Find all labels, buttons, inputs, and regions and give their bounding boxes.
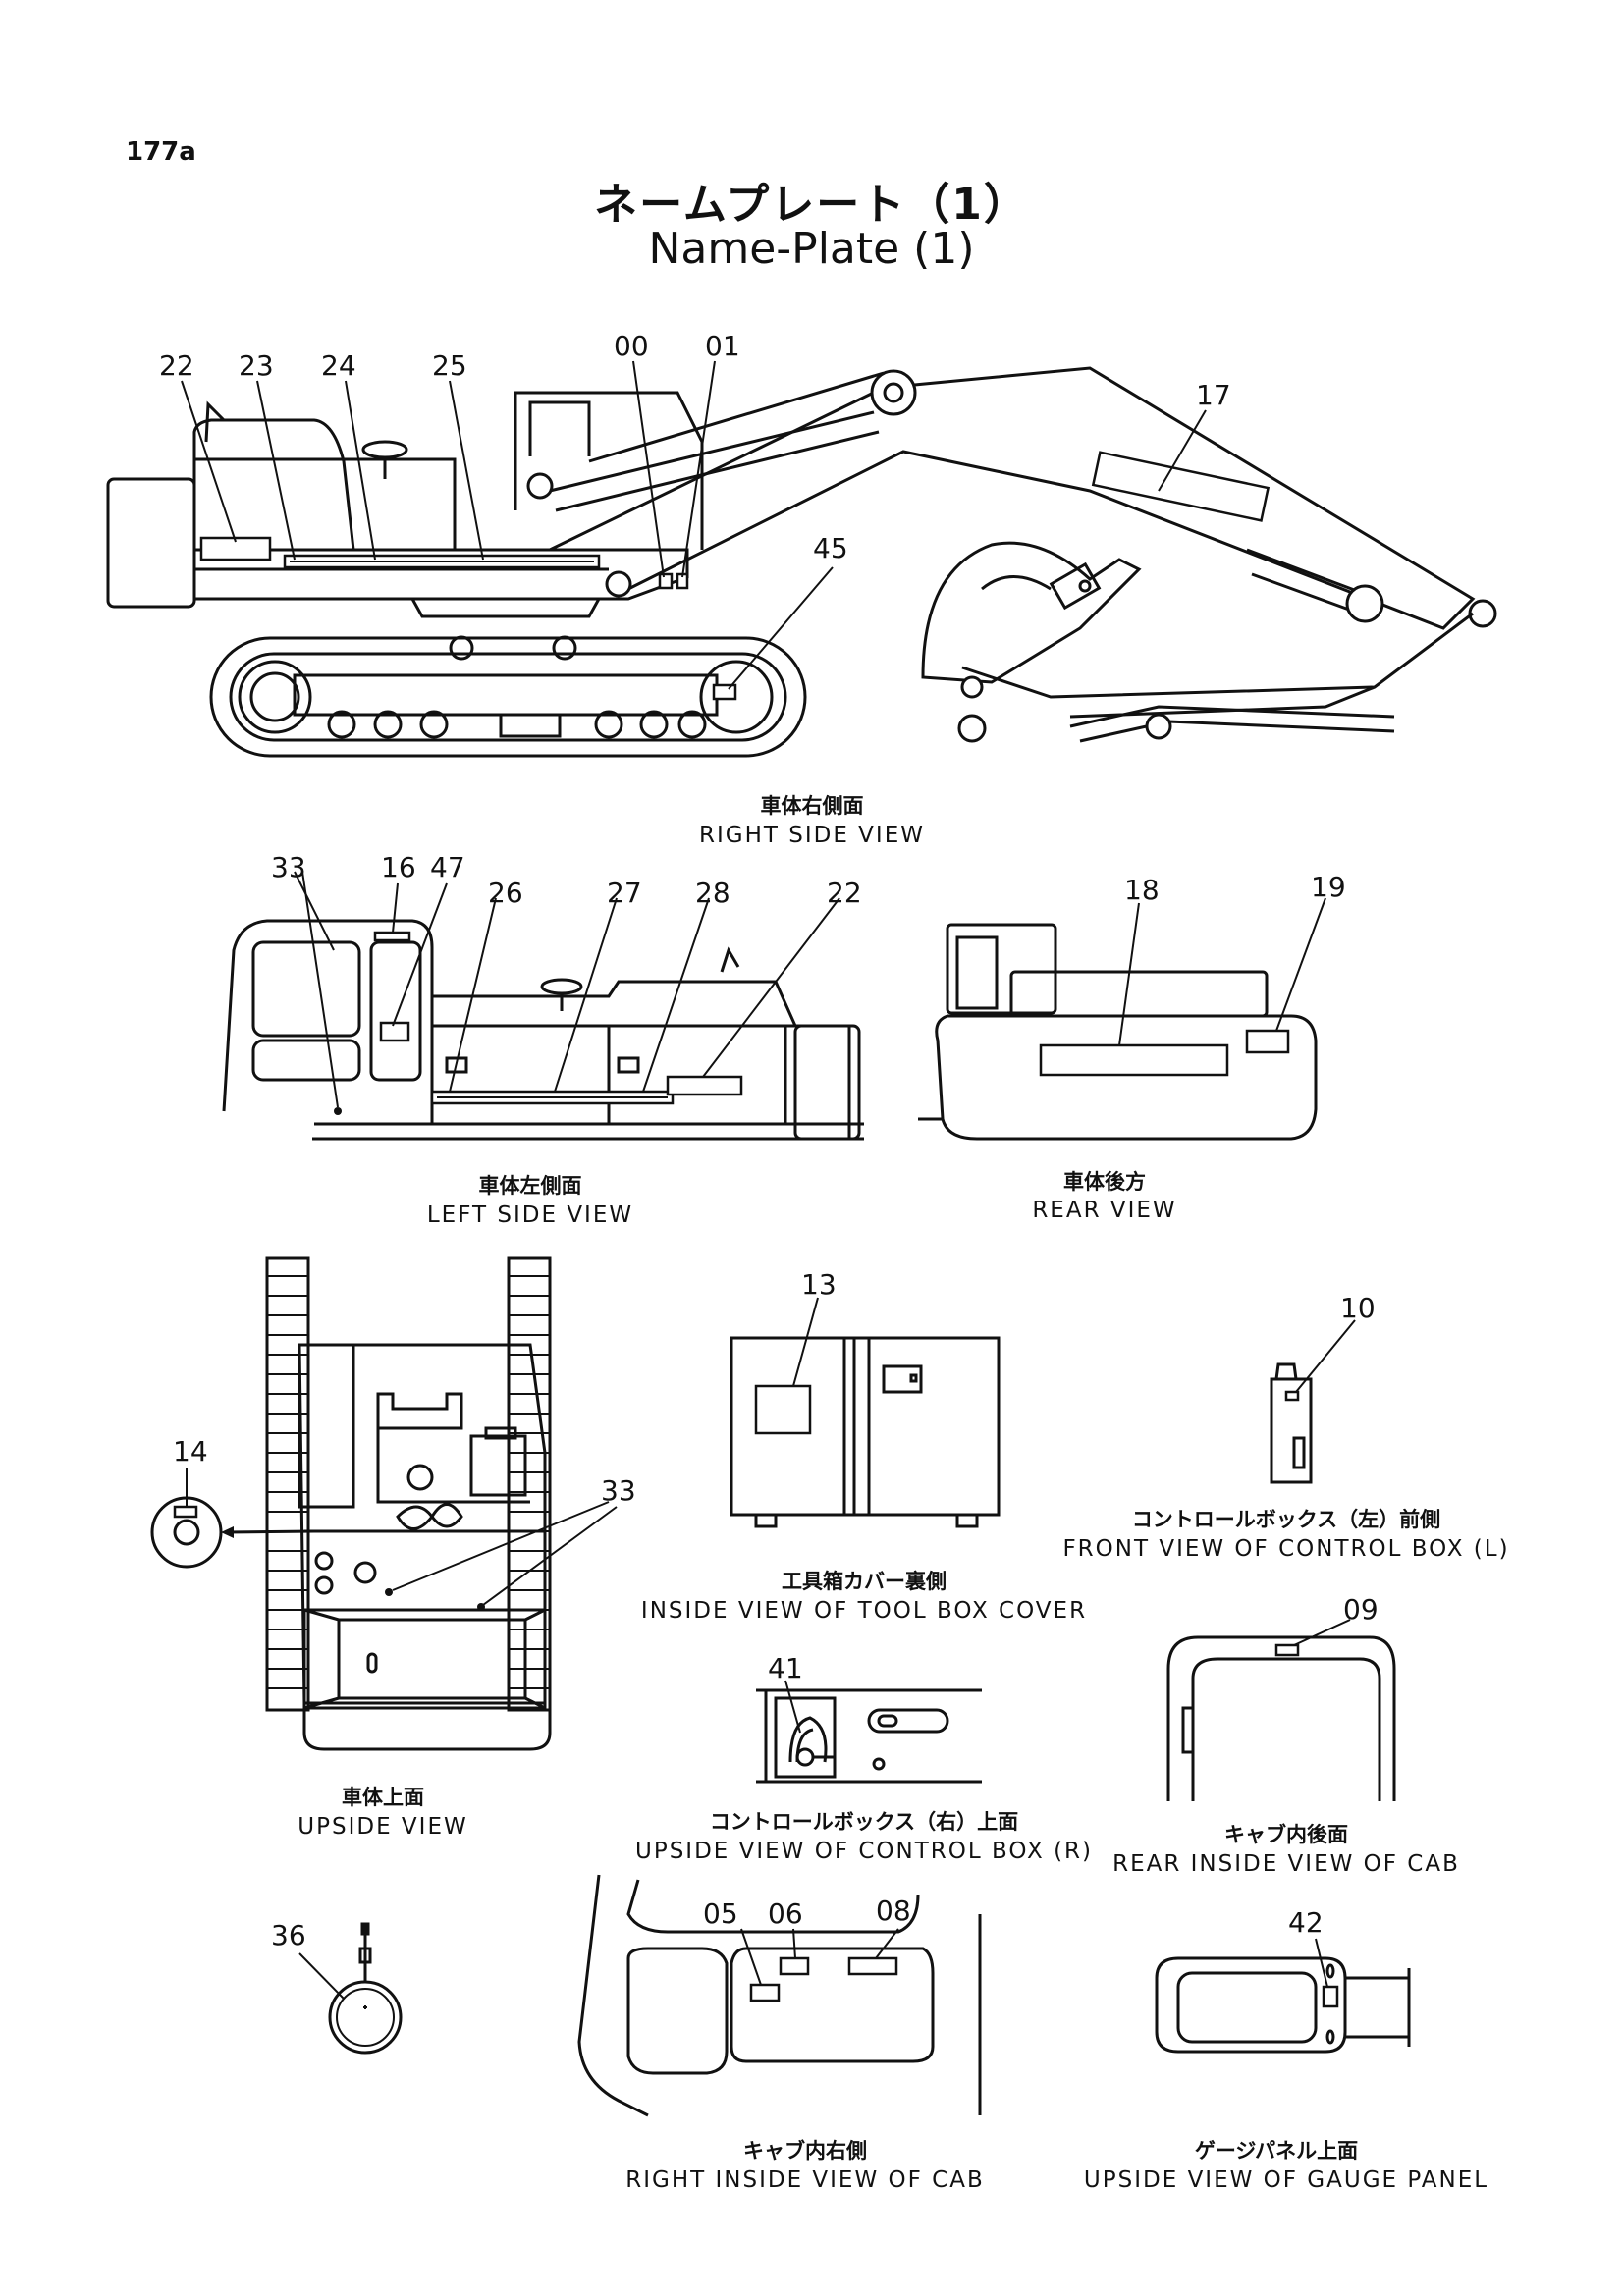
view-caption-english: UPSIDE VIEW OF GAUGE PANEL: [1083, 2167, 1489, 2193]
view-caption-japanese: コントロールボックス（右）上面: [709, 1810, 1019, 1834]
callout-label: 13: [801, 1268, 837, 1301]
callout-label: 47: [430, 851, 465, 883]
callout-label: 22: [159, 349, 194, 382]
callout-label: 23: [239, 349, 274, 382]
view-caption-english: REAR VIEW: [1032, 1198, 1177, 1223]
view-caption-english: UPSIDE VIEW OF CONTROL BOX (R): [634, 1839, 1093, 1864]
callout-label: 25: [432, 349, 467, 382]
callout-label: 17: [1196, 379, 1231, 411]
callout-label: 22: [827, 877, 862, 909]
page-number: 177a: [126, 137, 196, 167]
callout-label: 18: [1124, 874, 1160, 906]
control-box-l-drawing: [1270, 1319, 1356, 1484]
page-title-english: Name-Plate (1): [648, 224, 975, 274]
callout-label: 16: [381, 851, 416, 883]
callout-label: 24: [321, 349, 356, 382]
page-title-japanese: ネームプレート（1）: [594, 180, 1029, 230]
view-caption-english: UPSIDE VIEW: [298, 1814, 468, 1840]
callout-label: 28: [695, 877, 730, 909]
right-inside-cab-drawing: [577, 1874, 982, 2117]
view-caption-japanese: 車体後方: [1063, 1170, 1146, 1194]
view-caption-japanese: 車体左側面: [478, 1174, 582, 1198]
callout-label: 01: [705, 330, 740, 362]
callout-label: 08: [876, 1895, 911, 1927]
callout-label: 26: [488, 877, 523, 909]
callout-label: 06: [768, 1897, 803, 1930]
left-side-view-drawing: [222, 871, 864, 1141]
view-caption-english: RIGHT SIDE VIEW: [699, 823, 925, 848]
callout-label: 10: [1340, 1292, 1376, 1324]
view-caption-japanese: 車体右側面: [760, 794, 864, 818]
callout-label: 33: [601, 1474, 636, 1507]
item-36-drawing: [298, 1922, 403, 2055]
callout-label: 36: [271, 1919, 306, 1951]
tool-box-cover-drawing: [730, 1297, 1001, 1528]
callout-label: 00: [614, 330, 649, 362]
callout-label: 19: [1311, 871, 1346, 903]
callout-label: 09: [1343, 1593, 1379, 1626]
view-caption-english: LEFT SIDE VIEW: [426, 1202, 634, 1228]
callout-label: 14: [173, 1435, 208, 1468]
rear-inside-cab-drawing: [1166, 1619, 1396, 1801]
view-caption-english: RIGHT INSIDE VIEW OF CAB: [625, 2167, 985, 2193]
callout-label: 41: [768, 1652, 803, 1684]
view-caption-english: FRONT VIEW OF CONTROL BOX (L): [1062, 1536, 1510, 1562]
callout-label: 45: [813, 532, 848, 564]
view-caption-english: INSIDE VIEW OF TOOL BOX COVER: [640, 1598, 1088, 1624]
gauge-panel-drawing: [1155, 1938, 1411, 2054]
view-caption-english: REAR INSIDE VIEW OF CAB: [1112, 1851, 1460, 1877]
right-side-view-drawing: [106, 360, 1497, 758]
view-caption-japanese: 車体上面: [342, 1786, 424, 1809]
callout-label: 27: [607, 877, 642, 909]
rear-view-drawing: [918, 897, 1326, 1141]
view-caption-japanese: ゲージパネル上面: [1194, 2139, 1359, 2163]
callout-label: 05: [703, 1897, 738, 1930]
callout-label: 33: [271, 851, 306, 883]
view-caption-japanese: キャブ内後面: [1224, 1823, 1348, 1846]
view-caption-japanese: キャブ内右側: [743, 2139, 867, 2163]
upside-view-drawing: [150, 1256, 618, 1751]
callout-label: 42: [1288, 1906, 1324, 1939]
view-caption-japanese: 工具箱カバー裏側: [782, 1570, 947, 1593]
view-caption-japanese: コントロールボックス（左）前側: [1131, 1508, 1441, 1531]
control-box-r-drawing: [756, 1680, 982, 1784]
